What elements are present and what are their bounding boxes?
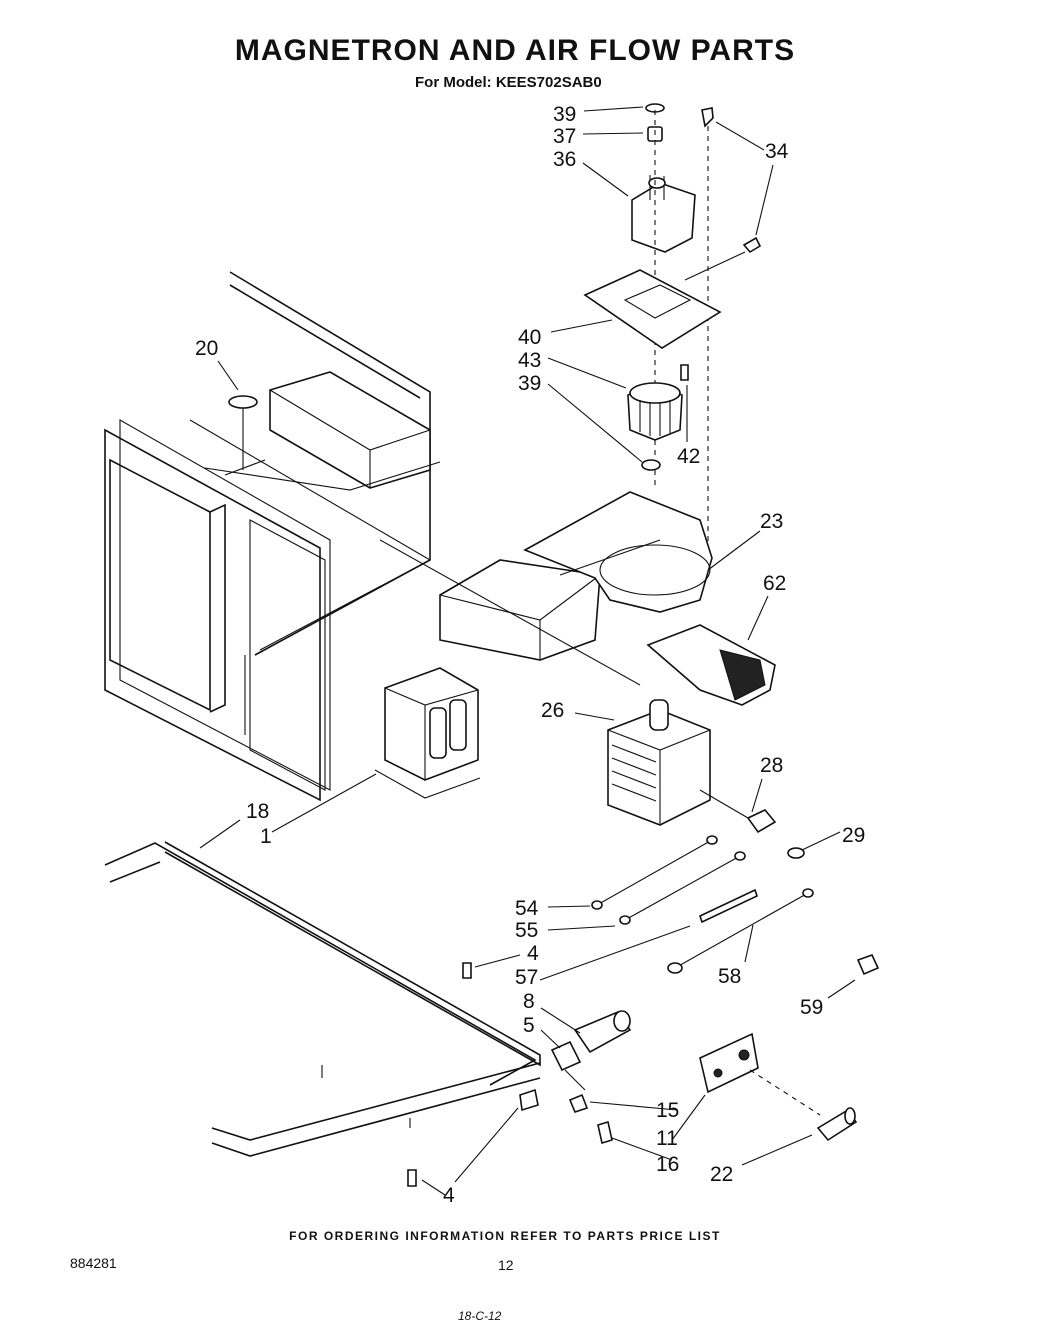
callout-39-top: 39	[553, 103, 576, 126]
model-subtitle: For Model: KEES702SAB0	[415, 74, 602, 91]
callout-58: 58	[718, 965, 741, 988]
callout-40: 40	[518, 326, 541, 349]
callout-20: 20	[195, 337, 218, 360]
transformer-drawing	[374, 667, 481, 799]
page-title: MAGNETRON AND AIR FLOW PARTS	[234, 34, 796, 67]
callout-37: 37	[553, 125, 576, 148]
callout-43: 43	[518, 349, 541, 372]
bracket-62-drawing	[646, 624, 776, 706]
page-number: 12	[498, 1257, 514, 1273]
oven-cabinet-drawing	[104, 271, 441, 802]
callout-4-bottom: 4	[443, 1184, 455, 1207]
callout-11: 11	[656, 1127, 678, 1150]
callout-leader-lines	[199, 106, 856, 1196]
callout-16: 16	[656, 1153, 679, 1176]
magnetron-drawing	[607, 699, 805, 859]
callout-8: 8	[523, 990, 535, 1013]
capacitor-drawing	[407, 962, 632, 1187]
callout-15: 15	[656, 1099, 679, 1122]
callout-23: 23	[760, 510, 783, 533]
callout-54: 54	[515, 897, 539, 920]
callout-labels: 39 37 36 34 40 43 39 42 20 23 62 26 28 2…	[195, 103, 865, 1207]
base-plate-drawing	[104, 841, 541, 1157]
callout-18: 18	[246, 800, 269, 823]
document-number: 884281	[70, 1255, 117, 1271]
callout-36: 36	[553, 148, 576, 171]
callout-55: 55	[515, 919, 538, 942]
fuse-holder-drawing	[699, 1032, 858, 1142]
handwritten-note: 18-C-12	[458, 1309, 502, 1323]
callout-4-mid: 4	[527, 942, 539, 965]
callout-57: 57	[515, 966, 538, 989]
callout-5: 5	[523, 1014, 535, 1037]
callout-42: 42	[677, 445, 700, 468]
callout-22: 22	[710, 1163, 733, 1186]
air-duct-drawing	[379, 491, 713, 686]
callout-28: 28	[760, 754, 783, 777]
callout-34: 34	[765, 140, 789, 163]
ordering-note: FOR ORDERING INFORMATION REFER TO PARTS …	[289, 1229, 721, 1243]
callout-29: 29	[842, 824, 865, 847]
wire-harness-drawing	[591, 835, 880, 976]
callout-26: 26	[541, 699, 564, 722]
fan-motor-assembly-drawing	[583, 103, 762, 555]
callout-1: 1	[260, 825, 272, 848]
callout-59: 59	[800, 996, 823, 1019]
callout-39-lower: 39	[518, 372, 541, 395]
callout-62: 62	[763, 572, 786, 595]
